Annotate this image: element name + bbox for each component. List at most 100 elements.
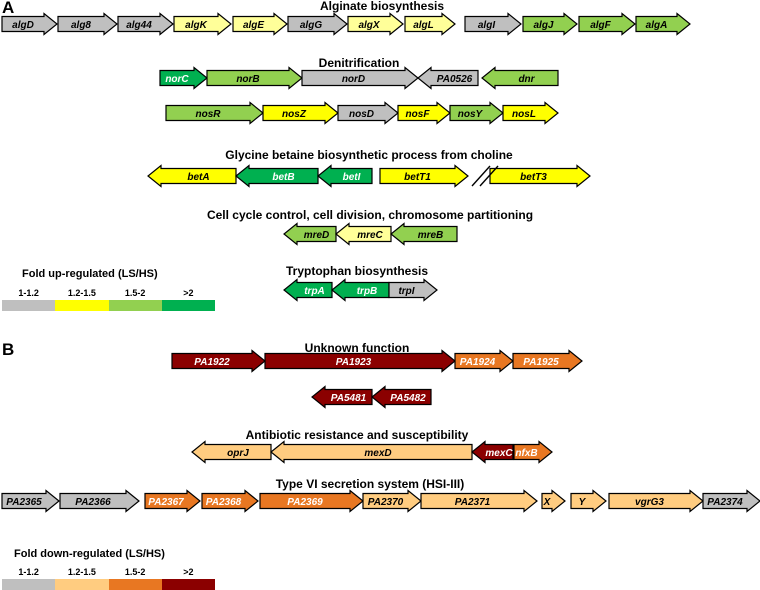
gene-label-PA2374: PA2374 xyxy=(707,497,743,508)
section-title-unknown-function: Unknown function xyxy=(304,341,410,355)
gene-arrow-shape-PA0526 xyxy=(417,66,479,90)
gene-arrow-mreC: mreC xyxy=(335,222,392,246)
legend-down: 1-1.2 1.2-1.5 1.5-2 >2 xyxy=(2,567,215,590)
gene-arrow-shape-X xyxy=(541,489,566,513)
panel-b-label: B xyxy=(2,340,15,359)
section-title-antibiotic: Antibiotic resistance and susceptibility xyxy=(245,428,469,442)
gene-arrow-PA5482: PA5482 xyxy=(371,385,432,409)
gene-arrow-betB: betB xyxy=(235,164,319,188)
break-mark-line-1 xyxy=(471,165,491,187)
gene-label-PA2367: PA2367 xyxy=(148,497,184,508)
gene-label-PA2369: PA2369 xyxy=(287,497,323,508)
gene-arrow-shape-mexC xyxy=(471,440,514,464)
gene-label-algJ: algJ xyxy=(533,20,553,31)
gene-arrow-shape-mreD xyxy=(283,222,337,246)
legend-up-swatch-4: >2 xyxy=(161,288,215,311)
gene-arrow-Y: Y xyxy=(570,489,607,513)
gene-label-mexC: mexC xyxy=(485,448,513,459)
gene-arrow-X: X xyxy=(541,489,566,513)
gene-label-PA1925: PA1925 xyxy=(523,357,559,368)
gene-arrow-algG: algG xyxy=(287,12,348,36)
gene-arrow-nosR: nosR xyxy=(165,101,264,125)
gene-arrow-PA2374: PA2374 xyxy=(702,489,760,513)
gene-arrow-betA: betA xyxy=(147,164,237,188)
gene-label-nosF: nosF xyxy=(406,109,431,120)
gene-arrow-PA5481: PA5481 xyxy=(311,385,373,409)
section-title-cell-cycle: Cell cycle control, cell division, chrom… xyxy=(206,208,534,222)
gene-label-oprJ: oprJ xyxy=(227,448,249,459)
gene-arrow-shape-oprJ xyxy=(191,440,272,464)
gene-label-nosD: nosD xyxy=(349,109,374,120)
gene-label-nfxB: nfxB xyxy=(515,448,537,459)
gene-label-nosL: nosL xyxy=(512,109,536,120)
gene-label-PA2366: PA2366 xyxy=(75,497,111,508)
gene-arrow-algD: algD xyxy=(1,12,58,36)
gene-arrow-algE: algE xyxy=(232,12,288,36)
gene-arrow-shape-betA xyxy=(147,164,237,188)
gene-label-betI: betI xyxy=(343,172,361,183)
gene-arrow-trpI: trpI xyxy=(388,278,438,302)
gene-arrow-shape-nosR xyxy=(165,101,264,125)
gene-arrow-shape-PA1923 xyxy=(264,349,456,373)
legend-up-label-3: 1.5-2 xyxy=(124,288,146,298)
gene-arrow-shape-PA2371 xyxy=(420,489,538,513)
gene-arrow-shape-algK xyxy=(173,12,232,36)
gene-label-mreB: mreB xyxy=(418,230,444,241)
gene-arrow-mreD: mreD xyxy=(283,222,337,246)
gene-arrow-algJ: algJ xyxy=(522,12,578,36)
gene-label-algK: algK xyxy=(185,20,207,31)
gene-label-mreD: mreD xyxy=(304,230,330,241)
gene-arrow-norC: norC xyxy=(159,66,208,90)
legend-down-label-3: 1.5-2 xyxy=(124,567,146,577)
gene-label-PA2365: PA2365 xyxy=(6,497,42,508)
legend-down-label-2: 1.2-1.5 xyxy=(67,567,96,577)
gene-arrow-PA2369: PA2369 xyxy=(259,489,364,513)
gene-label-norD: norD xyxy=(342,74,365,85)
legend-up-swatch-3: 1.5-2 xyxy=(108,288,162,311)
gene-arrow-shape-betB xyxy=(235,164,319,188)
gene-arrow-algI: algI xyxy=(464,12,522,36)
gene-label-PA1924: PA1924 xyxy=(460,357,496,368)
gene-arrow-shape-algL xyxy=(404,12,456,36)
legend-up-label-1: 1-1.2 xyxy=(18,288,39,298)
gene-label-mexD: mexD xyxy=(364,448,391,459)
gene-arrow-shape-mreB xyxy=(390,222,458,246)
gene-label-nosZ: nosZ xyxy=(282,109,307,120)
gene-label-alg8: alg8 xyxy=(71,20,91,31)
gene-arrow-nfxB: nfxB xyxy=(513,440,553,464)
gene-arrow-shape-trpA xyxy=(283,278,333,302)
gene-arrow-shape-mexD xyxy=(270,440,473,464)
gene-arrow-PA2370: PA2370 xyxy=(362,489,422,513)
section-title-denitrification: Denitrification xyxy=(318,56,400,70)
gene-arrow-shape-algX xyxy=(347,12,404,36)
gene-label-betB: betB xyxy=(272,172,294,183)
legend-down-swatch-4: >2 xyxy=(161,567,215,590)
gene-label-betT1: betT1 xyxy=(404,172,431,183)
gene-label-X: X xyxy=(543,497,552,508)
gene-arrow-shape-PA1922 xyxy=(171,349,266,373)
legend-down-swatch-3: 1.5-2 xyxy=(108,567,162,590)
gene-label-dnr: dnr xyxy=(518,74,535,85)
break-mark-line-2 xyxy=(479,165,499,187)
gene-arrow-shape-PA2369 xyxy=(259,489,364,513)
gene-arrow-algK: algK xyxy=(173,12,232,36)
gene-arrow-PA1923: PA1923 xyxy=(264,349,456,373)
gene-arrow-betI: betI xyxy=(317,164,373,188)
gene-arrow-shape-trpI xyxy=(388,278,438,302)
gene-arrow-nosD: nosD xyxy=(337,101,399,125)
gene-arrow-shape-PA2366 xyxy=(59,489,140,513)
gene-arrow-PA2367: PA2367 xyxy=(144,489,201,513)
gene-label-betA: betA xyxy=(187,172,209,183)
gene-arrow-shape-betT1 xyxy=(379,164,469,188)
gene-arrow-PA2366: PA2366 xyxy=(59,489,140,513)
gene-arrow-shape-nosZ xyxy=(262,101,339,125)
gene-arrow-shape-algE xyxy=(232,12,288,36)
gene-arrow-shape-dnr xyxy=(481,66,559,90)
gene-label-algE: algE xyxy=(243,20,264,31)
gene-arrow-shape-nosF xyxy=(397,101,451,125)
gene-label-nosR: nosR xyxy=(196,109,222,120)
gene-arrow-dnr: dnr xyxy=(481,66,559,90)
gene-label-PA0526: PA0526 xyxy=(437,74,473,85)
